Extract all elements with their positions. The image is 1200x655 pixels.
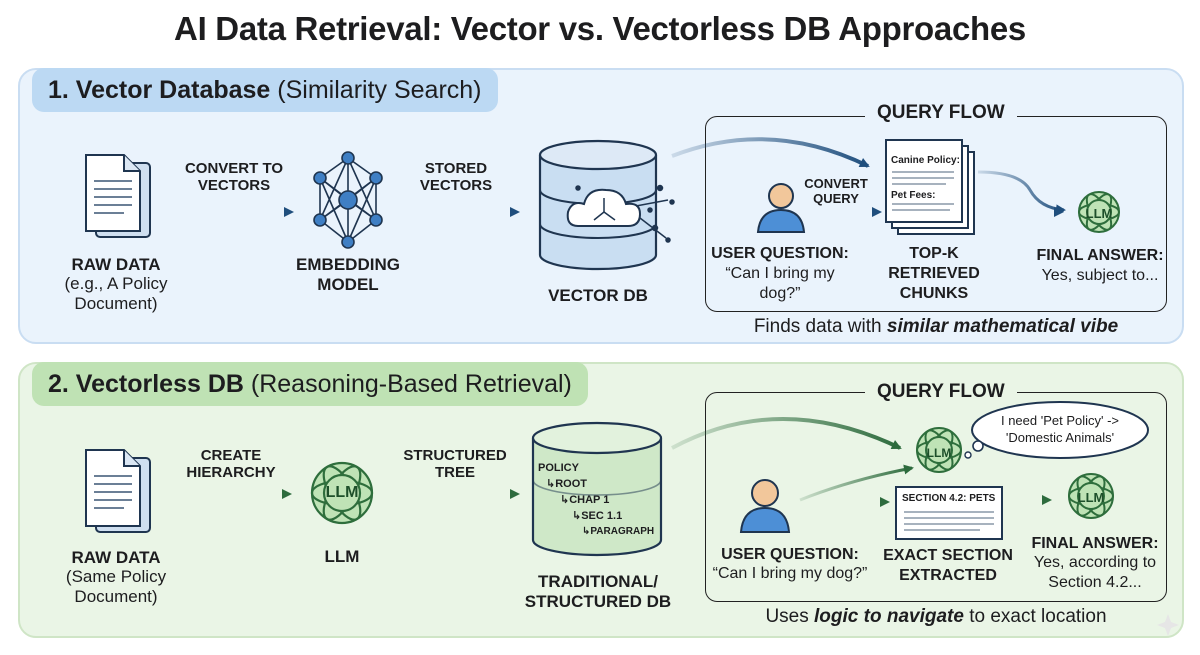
document-icon-2 [85,449,151,533]
vectorless-section-label: 2. Vectorless DB (Reasoning-Based Retrie… [32,362,588,406]
llm-icon-final [1068,473,1114,519]
vectorless-raw-data-subtitle: (Same Policy Document) [65,567,167,606]
embedding-model-label: EMBEDDING MODEL [296,255,400,294]
tree-node-paragraph: ↳PARAGRAPH [582,526,655,537]
llm-icon-vector [1078,191,1120,233]
vector-user-question-text: “Can I bring my dog?” [725,265,835,302]
vectorless-query-flow-title: QUERY FLOW [865,381,1017,403]
section-document-icon [895,486,1003,540]
neural-network-icon [313,151,383,249]
structurer-llm-icon-label: LLM [325,484,359,501]
vectorless-footer-emphasis: logic to navigate [814,606,964,627]
thought-bubble-text: I need 'Pet Policy' -> 'Domestic Animals… [1000,413,1120,445]
vector-user-question-title: USER QUESTION: [711,245,849,262]
tree-node-sec: ↳SEC 1.1 [572,510,623,522]
thought-bubble [964,401,1149,459]
stored-vectors-label: STORED VECTORS [419,160,493,194]
tree-node-policy: POLICY [538,462,579,474]
structured-tree-label: STRUCTURED TREE [403,447,507,481]
sparkle-icon [1157,614,1179,636]
vector-raw-data-subtitle: (e.g., A Policy Document) [64,274,168,313]
vector-db-label: VECTOR DB [548,286,648,305]
structured-db-label: TRADITIONAL/ STRUCTURED DB [524,572,672,611]
tree-node-chap: ↳CHAP 1 [560,494,610,506]
retrieved-chunks-icon [885,139,975,235]
create-hierarchy-label: CREATE HIERARCHY [186,447,276,481]
vector-llm-label: LLM [1085,206,1113,221]
vector-section-title: 1. Vector Database [48,76,271,104]
tree-node-root: ↳ROOT [546,478,587,490]
exact-section-label: EXACT SECTION EXTRACTED [883,547,1013,584]
vector-section-subtitle: (Similarity Search) [277,76,482,104]
vector-final-answer-text: Yes, subject to... [1041,267,1159,284]
final-llm-label: LLM [1077,490,1105,505]
chunk-line-fees: Pet Fees: [891,190,936,201]
vector-section-label: 1. Vector Database (Similarity Search) [32,68,498,112]
vectorless-final-answer-title: FINAL ANSWER: [1031,535,1159,552]
reasoner-llm-label: LLM [926,446,952,460]
convert-query-label: CONVERT QUERY [804,176,868,206]
vectorless-footer-pre: Uses [765,606,809,627]
vectorless-raw-data-title: RAW DATA [71,548,161,567]
user-icon [756,183,806,233]
document-icon [85,154,151,238]
vector-footer-pre: Finds data with [753,316,882,337]
structurer-llm-caption: LLM [324,547,360,566]
section-doc-heading: SECTION 4.2: PETS [902,493,996,504]
vectorless-user-question-text: “Can I bring my dog?” [712,565,868,582]
convert-to-vectors-label: CONVERT TO VECTORS [184,160,284,194]
vectorless-section-subtitle: (Reasoning-Based Retrieval) [250,370,572,398]
vectorless-section-title: 2. Vectorless DB [48,370,244,398]
llm-icon-structurer [310,461,374,525]
vector-final-answer-title: FINAL ANSWER: [1036,247,1164,264]
user-icon-2 [739,479,791,533]
top-k-chunks-label: TOP-K RETRIEVED CHUNKS [888,245,980,302]
vectorless-final-answer-text: Yes, according to Section 4.2... [1033,554,1157,591]
vector-raw-data-title: RAW DATA [71,255,161,274]
chunk-line-canine: Canine Policy: [891,155,960,166]
vector-footer-emphasis: similar mathematical vibe [886,316,1119,337]
vectorless-footer-post: to exact location [969,606,1107,627]
vector-query-flow-title: QUERY FLOW [865,102,1017,124]
vector-footer-caption: Finds data with similar mathematical vib… [705,316,1167,338]
llm-icon-reasoner [916,427,962,473]
page-title: AI Data Retrieval: Vector vs. Vectorless… [174,10,1026,47]
vectorless-footer-caption: Uses logic to navigate to exact location [705,606,1167,628]
vector-database-icon [538,139,675,271]
structured-database-icon [531,421,663,557]
tree-listing: POLICY ↳ROOT ↳CHAP 1 ↳SEC 1.1 ↳PARAGRAPH [538,460,654,540]
vectorless-user-question-title: USER QUESTION: [721,546,859,563]
